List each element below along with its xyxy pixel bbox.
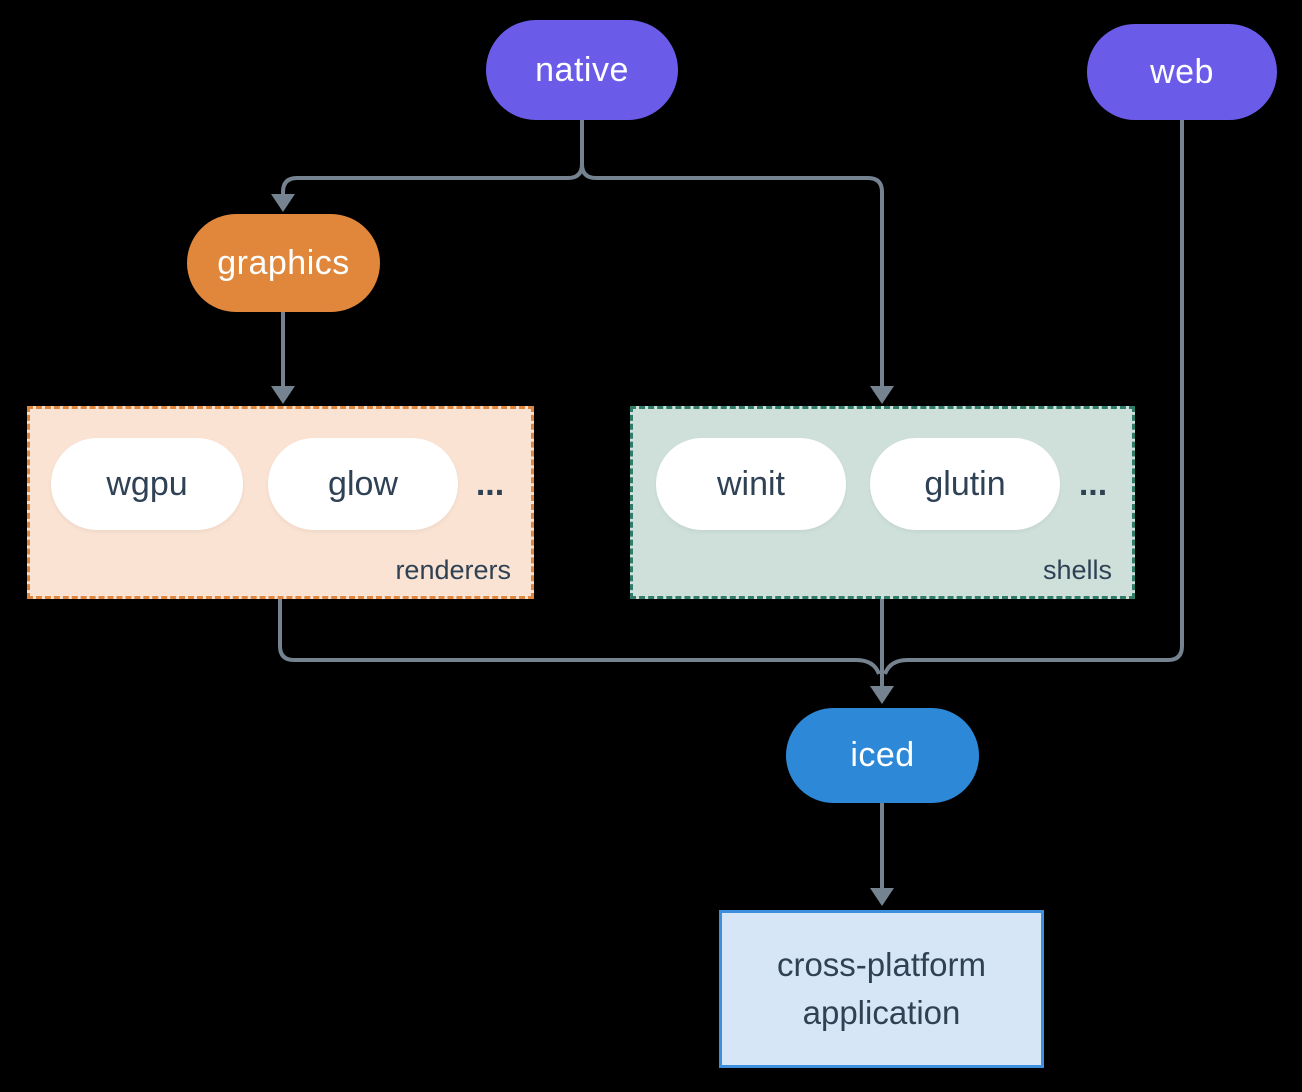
node-glow: glow (268, 438, 458, 530)
edge-renderers-iced (278, 599, 881, 675)
node-cross-platform-application: cross-platform application (719, 910, 1044, 1068)
node-iced: iced (786, 708, 979, 803)
app-label-line1: cross-platform (776, 946, 987, 984)
node-web: web (1087, 24, 1277, 120)
arrowhead-into-shells (870, 386, 894, 404)
edge-native-shells (580, 120, 884, 388)
edge-native-graphics (281, 120, 584, 196)
node-graphics: graphics (187, 214, 380, 312)
app-label-line2: application (802, 994, 961, 1031)
node-winit: winit (656, 438, 846, 530)
node-glow-label: glow (328, 464, 398, 503)
arrowhead-into-iced (870, 686, 894, 704)
edge-web-iced (883, 118, 1184, 675)
node-glutin: glutin (870, 438, 1060, 530)
arrowhead-into-app (870, 888, 894, 906)
node-native: native (486, 20, 678, 120)
node-winit-label: winit (716, 464, 786, 503)
renderers-ellipsis: ... (475, 464, 505, 503)
node-wgpu: wgpu (51, 438, 243, 530)
node-glutin-label: glutin (924, 464, 1006, 503)
node-wgpu-label: wgpu (106, 464, 188, 503)
group-shells: winit glutin ... shells (630, 406, 1135, 599)
shells-ellipsis: ... (1078, 464, 1108, 503)
group-renderers: wgpu glow ... renderers (27, 406, 534, 599)
renderers-group-label: renderers (395, 555, 511, 585)
arrowhead-into-graphics (271, 194, 295, 212)
node-iced-label: iced (850, 736, 915, 774)
node-graphics-label: graphics (217, 243, 350, 282)
node-web-label: web (1150, 52, 1214, 91)
node-native-label: native (535, 50, 629, 89)
arrowhead-into-renderers (271, 386, 295, 404)
shells-group-label: shells (1042, 555, 1112, 585)
